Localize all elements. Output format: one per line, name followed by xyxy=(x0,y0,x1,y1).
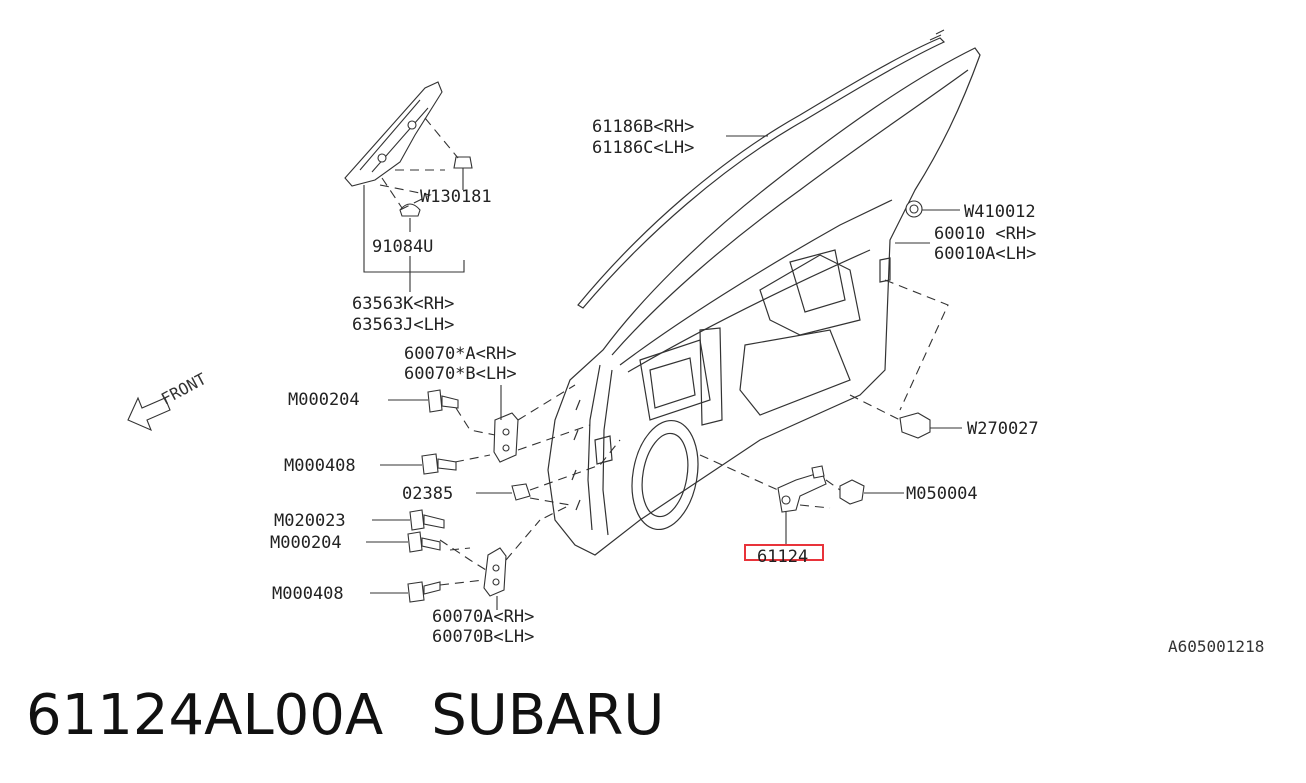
label-61186c: 61186C<LH> xyxy=(592,138,694,158)
glass-run-weatherstrip xyxy=(577,29,946,309)
upper-hinge xyxy=(454,384,591,463)
door-panel xyxy=(547,47,981,556)
bolt-m050004 xyxy=(839,479,904,505)
label-63563j: 63563J<LH> xyxy=(352,315,454,335)
parts-diagram: FRONT 61186B<RH> 61186C<LH> W130181 9108… xyxy=(127,29,1264,656)
label-m050004: M050004 xyxy=(906,484,978,504)
bolt-m000204-top xyxy=(388,389,459,413)
footer-title: 61124AL00A SUBARU xyxy=(26,683,664,748)
reference-code: A605001218 xyxy=(1168,637,1264,656)
label-02385: 02385 xyxy=(402,484,453,504)
label-m000408-top: M000408 xyxy=(284,456,356,476)
label-60010a: 60010A<LH> xyxy=(934,244,1036,264)
label-w130181: W130181 xyxy=(420,187,492,207)
front-label: FRONT xyxy=(158,369,210,409)
label-m020023: M020023 xyxy=(274,511,346,531)
lower-hinge xyxy=(439,519,541,610)
label-60010: 60010 <RH> xyxy=(934,224,1036,244)
door-check-61124 xyxy=(699,454,841,545)
part-number: 61124AL00A xyxy=(26,683,384,748)
label-63563k: 63563K<RH> xyxy=(352,294,454,314)
label-m000408-bottom: M000408 xyxy=(272,584,344,604)
label-w270027: W270027 xyxy=(967,419,1039,439)
bolt-m000204-bottom xyxy=(366,531,441,553)
bolt-m020023 xyxy=(372,509,445,531)
mirror-mount-assembly xyxy=(344,81,473,292)
highlight-box-61124 xyxy=(744,544,824,561)
label-m000204-bottom: M000204 xyxy=(270,533,342,553)
label-60070sb: 60070*B<LH> xyxy=(404,364,517,384)
label-60070b: 60070B<LH> xyxy=(432,627,534,647)
label-m000204-top: M000204 xyxy=(288,390,360,410)
nut-02385 xyxy=(476,439,621,521)
label-60070sa: 60070*A<RH> xyxy=(404,344,517,364)
label-60070a: 60070A<RH> xyxy=(432,607,534,627)
label-61124: 61124 xyxy=(757,547,808,567)
bolt-m000408-top xyxy=(380,453,457,475)
label-61186b: 61186B<RH> xyxy=(592,117,694,137)
brand-name: SUBARU xyxy=(431,683,665,748)
label-w410012: W410012 xyxy=(964,202,1036,222)
grommet-w410012 xyxy=(905,200,960,218)
clip-w270027 xyxy=(849,279,962,439)
bolt-m000408-bottom xyxy=(370,581,441,603)
label-91084u: 91084U xyxy=(372,237,433,257)
front-arrow-icon: FRONT xyxy=(127,369,210,432)
